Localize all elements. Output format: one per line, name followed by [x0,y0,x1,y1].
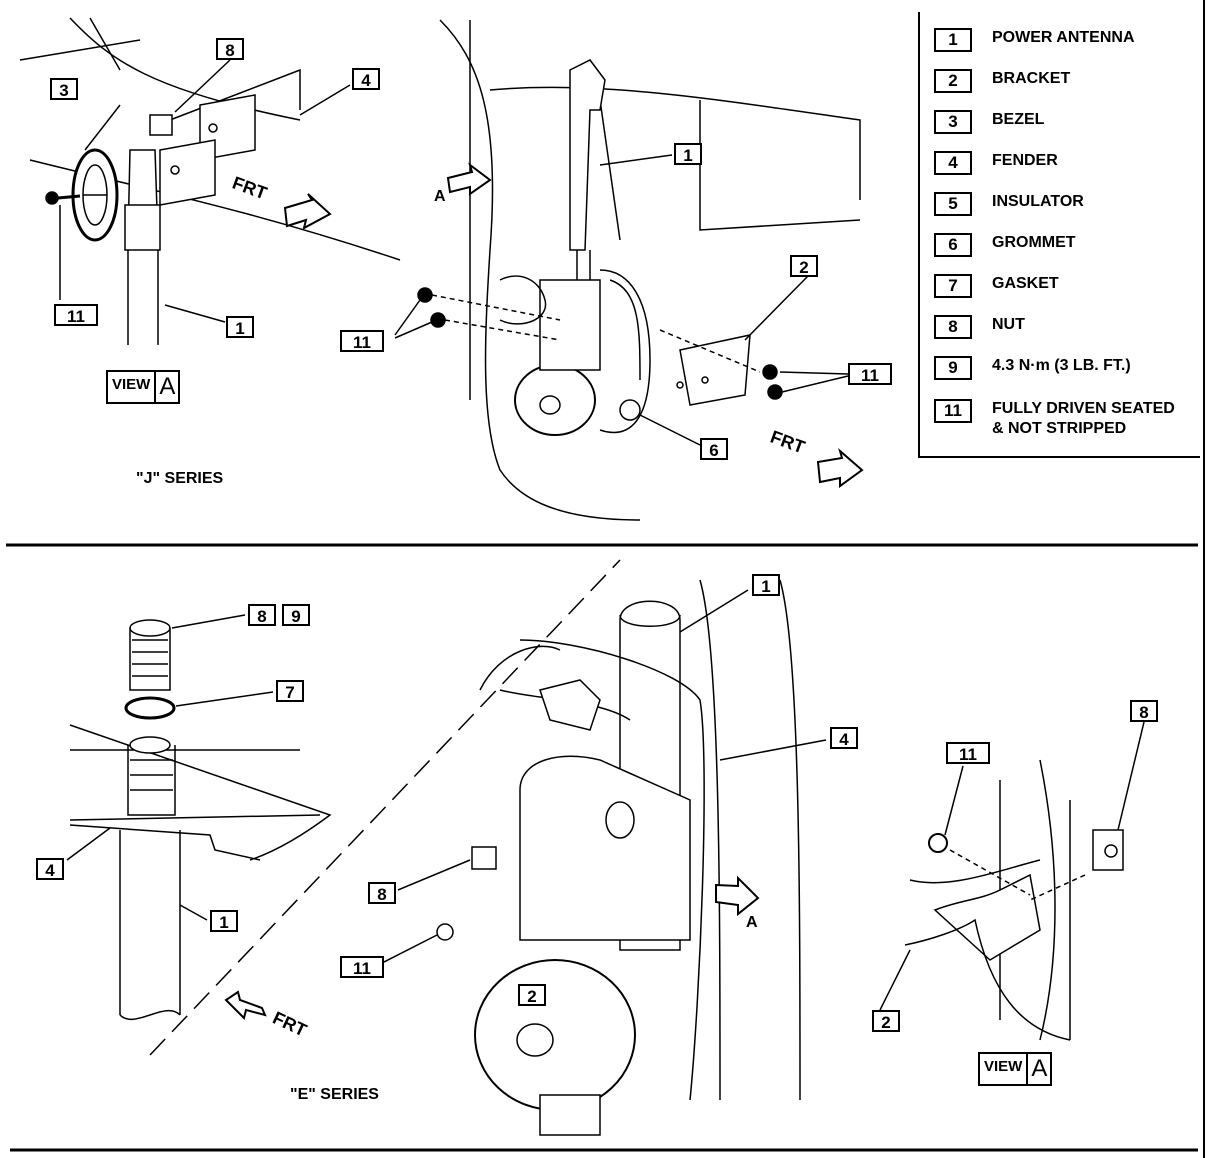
callout-2: 2 [790,255,818,277]
point-a-arrow-e [715,875,760,917]
view-tag-letter: A [154,372,178,402]
callout-11: 11 [340,330,384,352]
view-a-tag-e: VIEW A [978,1052,1053,1086]
callout-4: 4 [830,727,858,749]
frt-arrow-j-right [816,448,864,488]
callout-9: 9 [282,604,310,626]
callout-2: 2 [518,984,546,1006]
frt-arrow-e [224,990,267,1020]
callout-7: 7 [276,680,304,702]
legend-item: 4 FENDER [934,151,1192,175]
legend-label: BEZEL [992,111,1045,128]
legend-label: GASKET [992,275,1059,292]
callout-1: 1 [674,143,702,165]
point-a-label-e: A [746,914,758,931]
legend: 1 POWER ANTENNA 2 BRACKET 3 BEZEL 4 FEND… [918,12,1200,458]
j-series-caption: "J" SERIES [136,470,224,487]
legend-label: POWER ANTENNA [992,29,1135,46]
j-view-a-drawing [19,17,401,345]
callout-8: 8 [1130,700,1158,722]
legend-item: 5 INSULATOR [934,192,1192,216]
legend-number: 1 [934,28,972,52]
view-tag-text: VIEW [112,376,151,393]
callout-11: 11 [340,956,384,978]
legend-label: BRACKET [992,70,1071,87]
e-view-a-drawing [879,721,1145,1041]
legend-number: 9 [934,356,972,380]
legend-item: 2 BRACKET [934,69,1192,93]
callout-1: 1 [226,316,254,338]
callout-8: 8 [216,38,244,60]
frame-lines [6,0,1205,1158]
callout-11: 11 [54,304,98,326]
callout-4: 4 [352,68,380,90]
callout-1: 1 [210,910,238,932]
legend-number: 3 [934,110,972,134]
legend-item: 6 GROMMET [934,233,1192,257]
callout-6: 6 [700,438,728,460]
e-left-drawing [66,559,621,1056]
legend-number: 6 [934,233,972,257]
view-a-tag-j: VIEW A [106,370,181,404]
callout-1: 1 [752,574,780,596]
callout-8: 8 [368,882,396,904]
j-main-drawing [394,19,861,521]
legend-item: 7 GASKET [934,274,1192,298]
callout-11: 11 [946,742,990,764]
callout-3: 3 [50,78,78,100]
frt-arrow-j-left [283,193,332,230]
legend-item: 8 NUT [934,315,1192,339]
legend-item: 3 BEZEL [934,110,1192,134]
view-tag-text: VIEW [984,1058,1023,1075]
legend-number: 8 [934,315,972,339]
legend-label: NUT [992,316,1025,333]
point-a-arrow-j [446,162,492,196]
legend-label: FENDER [992,152,1058,169]
legend-item: 9 4.3 N·m (3 LB. FT.) [934,356,1192,380]
legend-item: 1 POWER ANTENNA [934,28,1192,52]
legend-number: 11 [934,399,972,423]
point-a-label-j: A [434,188,446,205]
legend-label: FULLY DRIVEN SEATED & NOT STRIPPED [992,400,1175,437]
callout-8: 8 [248,604,276,626]
view-tag-letter: A [1026,1054,1050,1084]
e-main-drawing [377,579,827,1136]
legend-label: GROMMET [992,234,1076,251]
legend-number: 2 [934,69,972,93]
e-series-caption: "E" SERIES [290,1086,379,1103]
legend-number: 7 [934,274,972,298]
legend-number: 5 [934,192,972,216]
callout-11: 11 [848,363,892,385]
callout-2: 2 [872,1010,900,1032]
legend-item: 11 FULLY DRIVEN SEATED & NOT STRIPPED [934,399,1192,439]
callout-4: 4 [36,858,64,880]
legend-label: 4.3 N·m (3 LB. FT.) [992,357,1131,374]
legend-number: 4 [934,151,972,175]
legend-label: INSULATOR [992,193,1084,210]
